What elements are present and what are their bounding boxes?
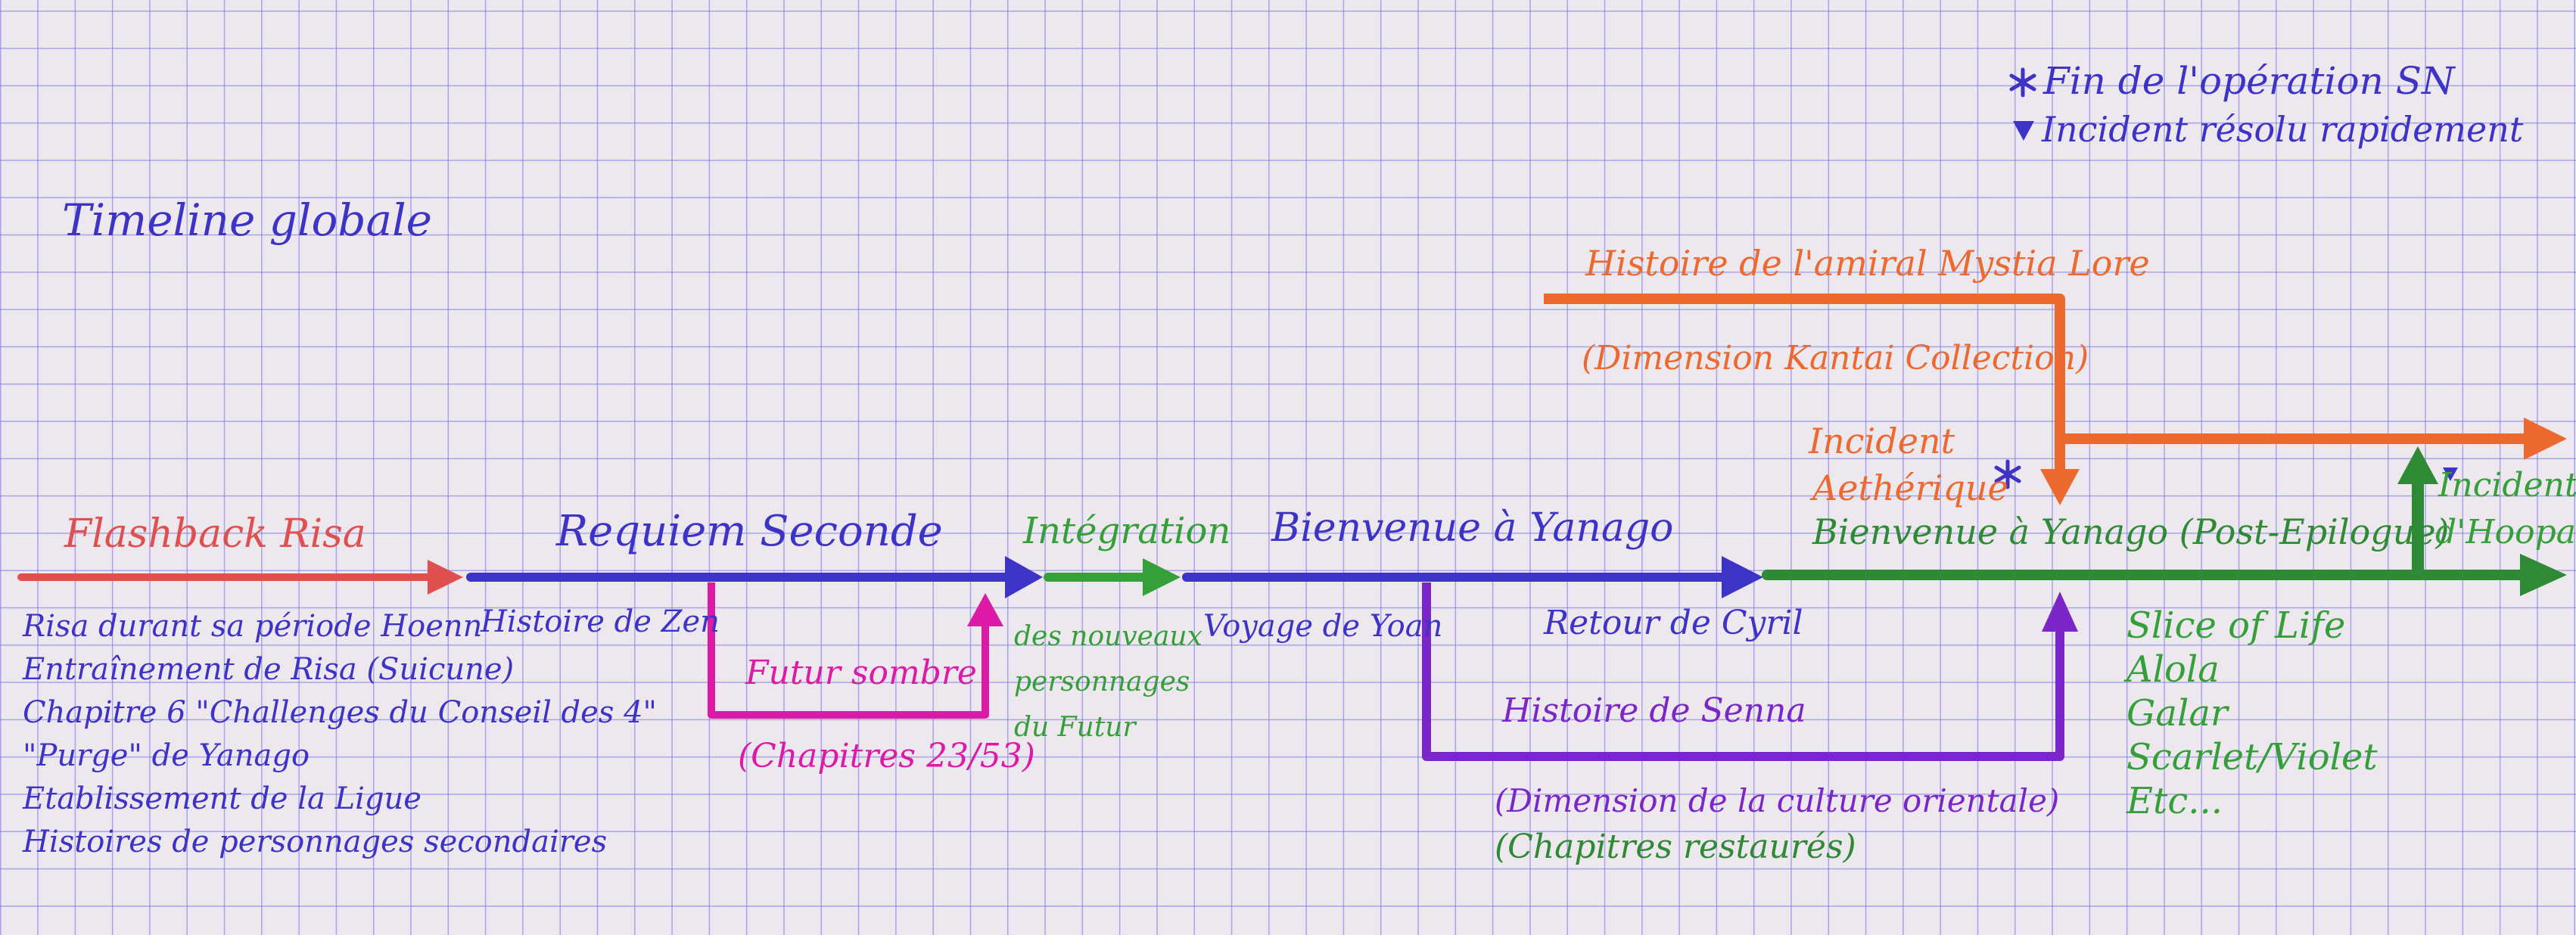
futur-label: Futur sombre	[745, 654, 977, 692]
futur-sub: (Chapitres 23/53)	[738, 737, 1035, 775]
futur-branch	[708, 582, 1003, 719]
list-item: personnages	[1014, 666, 1190, 697]
senna-sub-2: (Chapitres restaurés)	[1495, 828, 1856, 866]
senna-branch	[1422, 582, 2078, 761]
flashback-arrow	[17, 560, 463, 595]
list-item: "Purge" de Yanago	[23, 738, 310, 773]
flashback-label: Flashback Risa	[64, 511, 366, 557]
hoopa-triangle-icon	[2443, 468, 2458, 481]
page-title: Timeline globale	[62, 194, 432, 246]
list-item: Etablissement de la Ligue	[23, 781, 422, 816]
bienvenue-label: Bienvenue à Yanago	[1271, 505, 1674, 551]
list-item: du Futur	[1014, 712, 1136, 743]
list-item: Chapitre 6 "Challenges du Conseil des 4"	[23, 695, 657, 730]
voyage-label: Voyage de Yoan	[1203, 609, 1443, 644]
hoopa-label-2: d'Hoopa	[2435, 513, 2576, 551]
hoopa-label-1: Incident	[2438, 466, 2576, 505]
legend-triangle-icon	[2013, 121, 2034, 141]
integration-arrow	[1044, 558, 1181, 596]
requiem-arrow	[466, 556, 1043, 598]
bienvenue-arrow	[1182, 556, 1763, 598]
integration-list: des nouveaux personnages du Futur	[1014, 614, 1202, 750]
legend-item-end-operation: Fin de l'opération SN	[2043, 59, 2455, 103]
list-item: Galar	[2126, 692, 2228, 735]
flashback-list: Risa durant sa période Hoenn Entraînemen…	[23, 605, 657, 864]
list-item: Scarlet/Violet	[2126, 736, 2378, 778]
mystia-branch	[1544, 294, 2567, 505]
list-item: Entraînement de Risa (Suicune)	[23, 652, 515, 687]
legend-asterisk-icon	[2009, 67, 2036, 98]
list-item: Etc...	[2126, 780, 2223, 822]
aetherique-label-1: Incident	[1809, 421, 1955, 461]
requiem-sub: Histoire de Zen	[481, 604, 720, 639]
post-epilogue-list: Slice of Life Alola Galar Scarlet/Violet…	[2126, 604, 2378, 823]
aetherique-label-2: Aethérique	[1812, 468, 2008, 508]
post-epilogue-label: Bienvenue à Yanago (Post-Epilogue)	[1812, 511, 2450, 552]
integration-label: Intégration	[1023, 510, 1231, 552]
asterisk-icon	[1994, 459, 2021, 489]
hoopa-arrow	[2397, 446, 2438, 570]
list-item: Risa durant sa période Hoenn	[23, 609, 483, 644]
mystia-sub: (Dimension Kantai Collection)	[1582, 339, 2089, 377]
senna-sub-1: (Dimension de la culture orientale)	[1495, 782, 2060, 819]
list-item: Alola	[2126, 648, 2220, 691]
requiem-label: Requiem Seconde	[556, 507, 943, 556]
list-item: Histoires de personnages secondaires	[23, 825, 608, 859]
retour-label: Retour de Cyril	[1544, 604, 1803, 642]
legend-item-incident-resolved: Incident résolu rapidement	[2042, 109, 2524, 150]
mystia-label: Histoire de l'amiral Mystia Lore	[1585, 243, 2150, 284]
list-item: des nouveaux	[1014, 621, 1202, 652]
senna-label: Histoire de Senna	[1502, 691, 1806, 730]
list-item: Slice of Life	[2126, 604, 2346, 647]
post-epilogue-arrow	[1762, 554, 2567, 596]
